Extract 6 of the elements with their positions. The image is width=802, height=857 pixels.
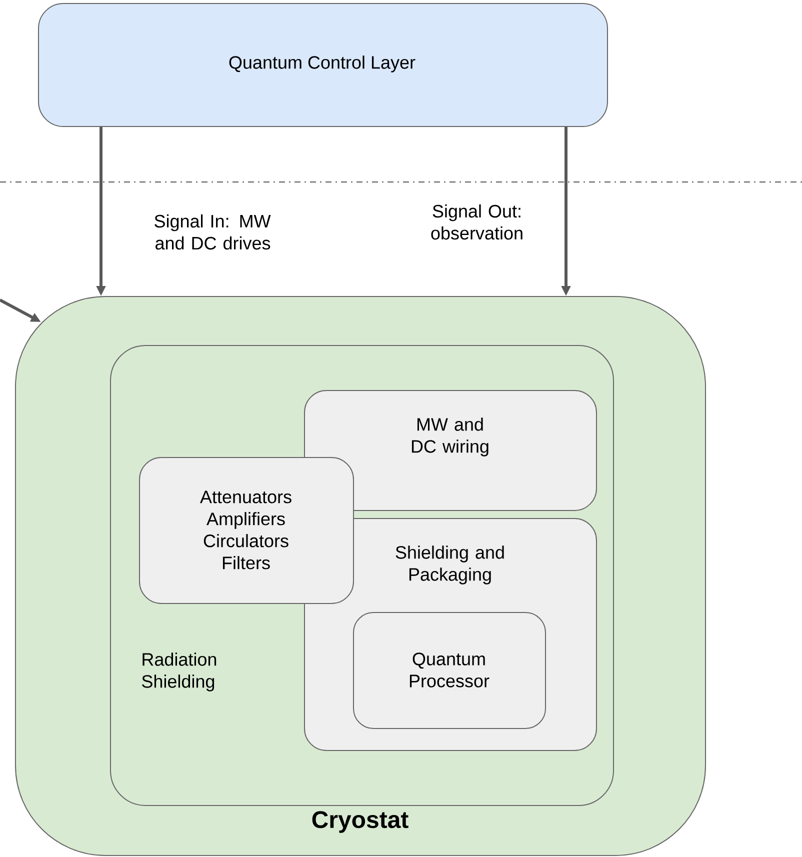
edge-label: Signal In: MW and DC drives: [154, 214, 271, 250]
wiring-box: MW and DC wiring: [304, 390, 597, 511]
control-layer-box: Quantum Control Layer: [38, 3, 608, 127]
component-box: Attenuators Amplifiers Circulators Filters: [139, 457, 354, 604]
edge-label: Signal Out: observation: [431, 204, 522, 240]
processor-box: Quantum Processor: [353, 612, 546, 729]
